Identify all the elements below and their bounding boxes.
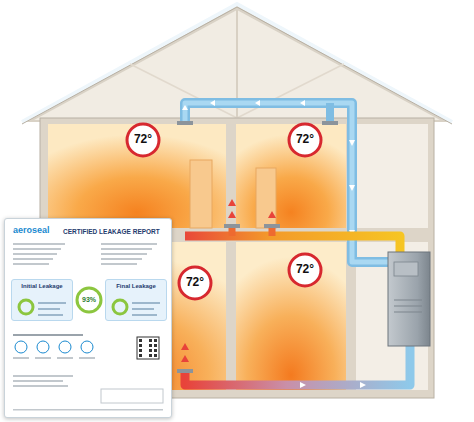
leakage-panel: Final Leakage [105,279,167,321]
report-title: CERTIFIED LEAKAGE REPORT [63,228,160,235]
temperature-badge: 72° [287,122,323,158]
temperature-value: 72° [296,263,314,276]
panel-heading: Initial Leakage [21,283,62,290]
percent-value: 93% [82,296,96,304]
temperature-badge: 72° [287,252,323,288]
percent-badge: 93% [75,286,103,314]
brand-name: aeroseal [13,226,50,236]
temperature-value: 72° [134,133,152,146]
temperature-value: 72° [186,276,204,289]
leakage-report: aeroseal CERTIFIED LEAKAGE REPORT Initial … [4,218,172,418]
leakage-panel: Initial Leakage [11,279,73,321]
temperature-value: 72° [296,133,314,146]
temperature-badge: 72° [125,122,161,158]
panel-heading: Final Leakage [116,283,156,290]
temperature-badge: 72° [177,265,213,301]
